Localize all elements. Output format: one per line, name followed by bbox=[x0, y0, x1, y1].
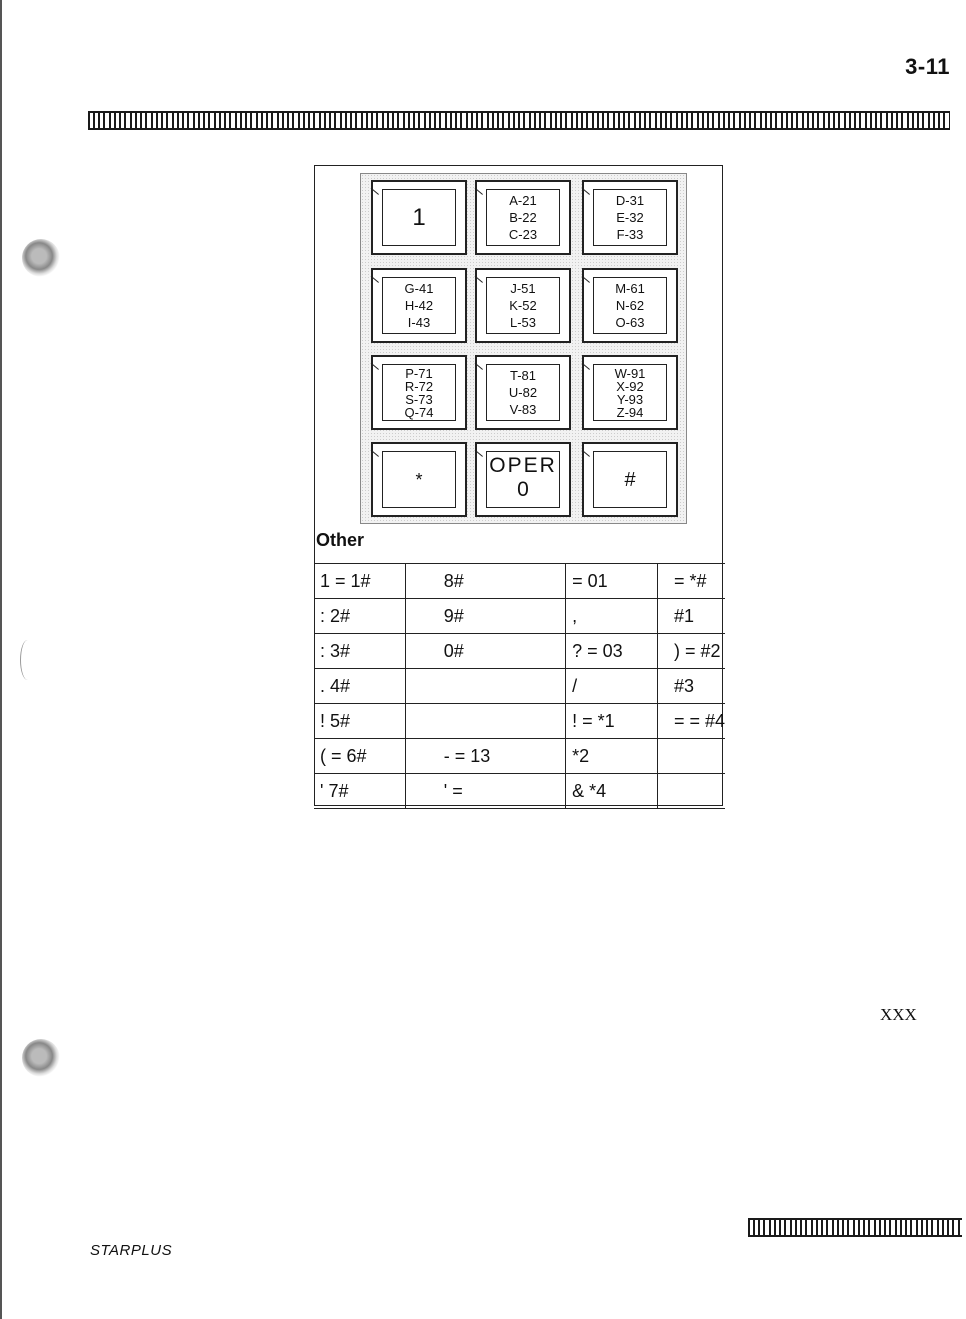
page-number: 3-11 bbox=[905, 54, 950, 80]
greek-key-border-top bbox=[88, 111, 950, 130]
footer-product-name: STARPLUS bbox=[90, 1242, 172, 1259]
table-cell: : 2# bbox=[314, 599, 405, 634]
table-row: 1 = 1# 8# = 01 = *# bbox=[314, 564, 725, 599]
table-cell: ' 7# bbox=[314, 774, 405, 809]
key-line: N-62 bbox=[616, 297, 644, 314]
key-line: E-32 bbox=[616, 209, 643, 226]
key-line: J-51 bbox=[510, 280, 535, 297]
table-cell: *2 bbox=[566, 739, 658, 774]
key-line: U-82 bbox=[509, 384, 537, 401]
table-cell: , bbox=[566, 599, 658, 634]
table-cell bbox=[657, 739, 725, 774]
table-cell: ! 5# bbox=[314, 704, 405, 739]
table-cell: & *4 bbox=[566, 774, 658, 809]
key-line: G-41 bbox=[405, 280, 434, 297]
key-line: K-52 bbox=[509, 297, 536, 314]
punch-hole-bottom bbox=[22, 1039, 60, 1077]
key-line: Y-93 bbox=[617, 393, 643, 406]
punch-hole-top bbox=[22, 239, 60, 277]
table-cell: 0# bbox=[405, 634, 565, 669]
key-line: W-91 bbox=[615, 367, 646, 380]
table-cell: - = 13 bbox=[405, 739, 565, 774]
key-line: L-53 bbox=[510, 314, 536, 331]
table-cell bbox=[405, 704, 565, 739]
table-cell: : 3# bbox=[314, 634, 405, 669]
table-cell: 1 = 1# bbox=[314, 564, 405, 599]
key-line: S-73 bbox=[405, 393, 432, 406]
greek-key-border-bottom bbox=[748, 1218, 962, 1237]
table-cell bbox=[657, 774, 725, 809]
other-label: Other bbox=[316, 530, 364, 551]
table-row: : 3# 0# ? = 03 ) = #2 bbox=[314, 634, 725, 669]
table-row: . 4# / #3 bbox=[314, 669, 725, 704]
table-cell: ? = 03 bbox=[566, 634, 658, 669]
key-line: C-23 bbox=[509, 226, 537, 243]
key-line: I-43 bbox=[408, 314, 430, 331]
other-codes-table: 1 = 1# 8# = 01 = *# : 2# 9# , #1 : 3# 0#… bbox=[314, 563, 725, 809]
table-cell: = = #4 bbox=[657, 704, 725, 739]
table-cell: = *# bbox=[657, 564, 725, 599]
margin-note: XXX bbox=[880, 1005, 917, 1025]
key-line: T-81 bbox=[510, 367, 536, 384]
table-cell: ( = 6# bbox=[314, 739, 405, 774]
table-cell: . 4# bbox=[314, 669, 405, 704]
key-line: R-72 bbox=[405, 380, 433, 393]
key-line: D-31 bbox=[616, 192, 644, 209]
key-pound: # bbox=[582, 442, 678, 517]
key-line: OPER bbox=[489, 454, 557, 478]
table-cell: #1 bbox=[657, 599, 725, 634]
margin-mark bbox=[20, 640, 35, 680]
table-cell: / bbox=[566, 669, 658, 704]
table-cell: 9# bbox=[405, 599, 565, 634]
key-line: Z-94 bbox=[617, 406, 644, 419]
key-line: # bbox=[624, 467, 635, 493]
key-line: Q-74 bbox=[405, 406, 434, 419]
key-star: * bbox=[371, 442, 467, 517]
key-line: 0 bbox=[517, 478, 529, 502]
key-line: P-71 bbox=[405, 367, 432, 380]
table-cell: ' = bbox=[405, 774, 565, 809]
key-1: 1 bbox=[371, 180, 467, 255]
key-line: H-42 bbox=[405, 297, 433, 314]
key-line: X-92 bbox=[616, 380, 643, 393]
table-cell: ! = *1 bbox=[566, 704, 658, 739]
table-cell: 8# bbox=[405, 564, 565, 599]
key-line: B-22 bbox=[509, 209, 536, 226]
table-cell: #3 bbox=[657, 669, 725, 704]
key-line: F-33 bbox=[617, 226, 644, 243]
page-edge bbox=[0, 0, 2, 1319]
key-line: 1 bbox=[412, 205, 425, 231]
table-cell: = 01 bbox=[566, 564, 658, 599]
table-row: ' 7# ' = & *4 bbox=[314, 774, 725, 809]
table-row: ( = 6# - = 13 *2 bbox=[314, 739, 725, 774]
key-line: O-63 bbox=[616, 314, 645, 331]
table-row: : 2# 9# , #1 bbox=[314, 599, 725, 634]
key-line: A-21 bbox=[509, 192, 536, 209]
table-row: ! 5# ! = *1 = = #4 bbox=[314, 704, 725, 739]
key-line: M-61 bbox=[615, 280, 645, 297]
table-cell: ) = #2 bbox=[657, 634, 725, 669]
table-cell bbox=[405, 669, 565, 704]
key-line: V-83 bbox=[510, 401, 537, 418]
key-line: * bbox=[415, 467, 422, 493]
